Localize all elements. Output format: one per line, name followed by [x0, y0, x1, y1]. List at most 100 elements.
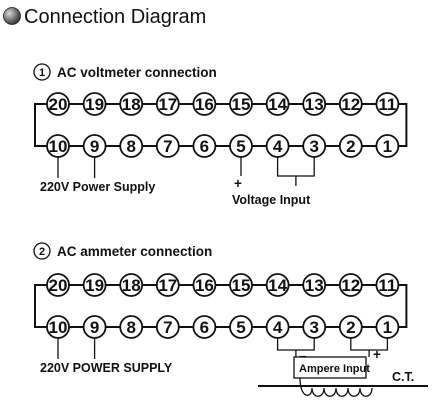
terminal-15: 15 — [229, 273, 253, 297]
terminal-number: 5 — [236, 137, 245, 156]
terminal-circle — [155, 92, 180, 116]
terminal-4: 4 — [265, 134, 290, 158]
terminal-circle — [375, 134, 400, 158]
terminal-number: 13 — [305, 276, 324, 295]
right-bracket — [398, 284, 408, 328]
terminal-number: 18 — [122, 95, 141, 114]
terminal-3: 3 — [302, 134, 327, 158]
terminal-17: 17 — [155, 92, 180, 116]
terminal-2: 2 — [338, 315, 363, 339]
terminal-number: 9 — [90, 318, 99, 337]
terminal-number: 4 — [273, 318, 283, 337]
terminal-4: 4 — [265, 315, 290, 339]
terminal-9: 9 — [82, 134, 107, 158]
terminal-12: 12 — [338, 273, 363, 297]
terminal-circle — [302, 92, 327, 116]
ct-coil-icon — [299, 377, 373, 397]
terminal-15: 15 — [229, 92, 253, 116]
terminal-number: 1 — [383, 318, 392, 337]
terminal-circle — [119, 315, 144, 339]
terminal-13: 13 — [302, 92, 327, 116]
terminal-14: 14 — [265, 92, 290, 116]
terminal-19: 19 — [82, 273, 107, 297]
terminal-9: 9 — [82, 315, 107, 339]
terminal-circle — [229, 315, 253, 339]
terminal-number: 8 — [126, 137, 135, 156]
terminal-number: 4 — [273, 137, 283, 156]
terminal-number: 5 — [236, 318, 245, 337]
terminal-7: 7 — [155, 134, 180, 158]
terminal-circle — [265, 273, 290, 297]
ct-label: C.T. — [392, 370, 414, 384]
terminal-circle — [229, 92, 253, 116]
terminal-circle — [375, 273, 400, 297]
terminal-circle — [338, 92, 363, 116]
terminal-number: 12 — [341, 276, 360, 295]
terminal-circle — [155, 134, 180, 158]
section-number-badge: ① 1 — [33, 63, 51, 81]
terminal-number: 10 — [49, 137, 68, 156]
terminal-6: 6 — [192, 134, 217, 158]
terminal-circle — [192, 92, 217, 116]
terminal-number: 19 — [85, 276, 104, 295]
terminal-10: 10 — [46, 315, 70, 339]
terminal-7: 7 — [155, 315, 180, 339]
left-bracket — [34, 103, 47, 147]
terminal-number: 20 — [49, 276, 68, 295]
section-ammeter: ② 2 AC ammeter connection 20191817161514… — [33, 242, 428, 397]
terminal-circle — [229, 273, 253, 297]
terminal-circle — [229, 134, 253, 158]
terminal-circle — [265, 315, 290, 339]
terminal-circle — [192, 273, 217, 297]
terminal-number: 12 — [341, 95, 360, 114]
section-number-badge: ② 2 — [33, 242, 51, 260]
terminal-circle — [82, 92, 107, 116]
terminal-10: 10 — [46, 134, 70, 158]
terminal-number: 15 — [232, 95, 251, 114]
terminal-1: 1 — [375, 134, 400, 158]
terminal-circle — [338, 315, 363, 339]
terminal-circle — [119, 92, 144, 116]
terminal-number: 14 — [268, 95, 287, 114]
terminal-circle — [46, 273, 70, 297]
terminal-number: 14 — [268, 276, 287, 295]
terminal-number: 17 — [158, 95, 177, 114]
terminal-18: 18 — [119, 273, 144, 297]
terminal-number: 15 — [232, 276, 251, 295]
terminal-20: 20 — [46, 273, 70, 297]
terminal-circle — [302, 134, 327, 158]
section-voltmeter: ① 1 AC voltmeter connection 201918171615… — [33, 63, 408, 207]
terminal-number: 2 — [346, 318, 355, 337]
terminal-number: 9 — [90, 137, 99, 156]
terminal-circle — [375, 315, 400, 339]
terminal-11: 11 — [375, 273, 400, 297]
left-bracket — [34, 284, 47, 328]
terminal-number: 6 — [200, 318, 209, 337]
minus-sign: − — [299, 349, 307, 364]
terminal-number: 20 — [49, 95, 68, 114]
terminal-circle — [82, 134, 107, 158]
terminal-8: 8 — [119, 315, 144, 339]
current-transformer — [258, 377, 428, 397]
terminal-3: 3 — [302, 315, 327, 339]
terminal-number: 13 — [305, 95, 324, 114]
terminal-number: 18 — [122, 276, 141, 295]
terminal-circle — [82, 315, 107, 339]
terminal-13: 13 — [302, 273, 327, 297]
page-title: Connection Diagram — [24, 6, 206, 28]
terminal-circle — [265, 134, 290, 158]
terminal-number: 7 — [163, 318, 172, 337]
title-bullet-icon — [3, 7, 21, 25]
terminal-number: 10 — [49, 318, 68, 337]
plus-bracket — [350, 338, 389, 351]
terminal-number: 8 — [126, 318, 135, 337]
terminal-19: 19 — [82, 92, 107, 116]
terminal-18: 18 — [119, 92, 144, 116]
terminal-circle — [265, 92, 290, 116]
svg-text:2: 2 — [39, 246, 45, 258]
terminal-circle — [46, 134, 70, 158]
terminal-circle — [119, 134, 144, 158]
terminal-6: 6 — [192, 315, 217, 339]
power-supply-label: 220V Power Supply — [40, 180, 155, 194]
